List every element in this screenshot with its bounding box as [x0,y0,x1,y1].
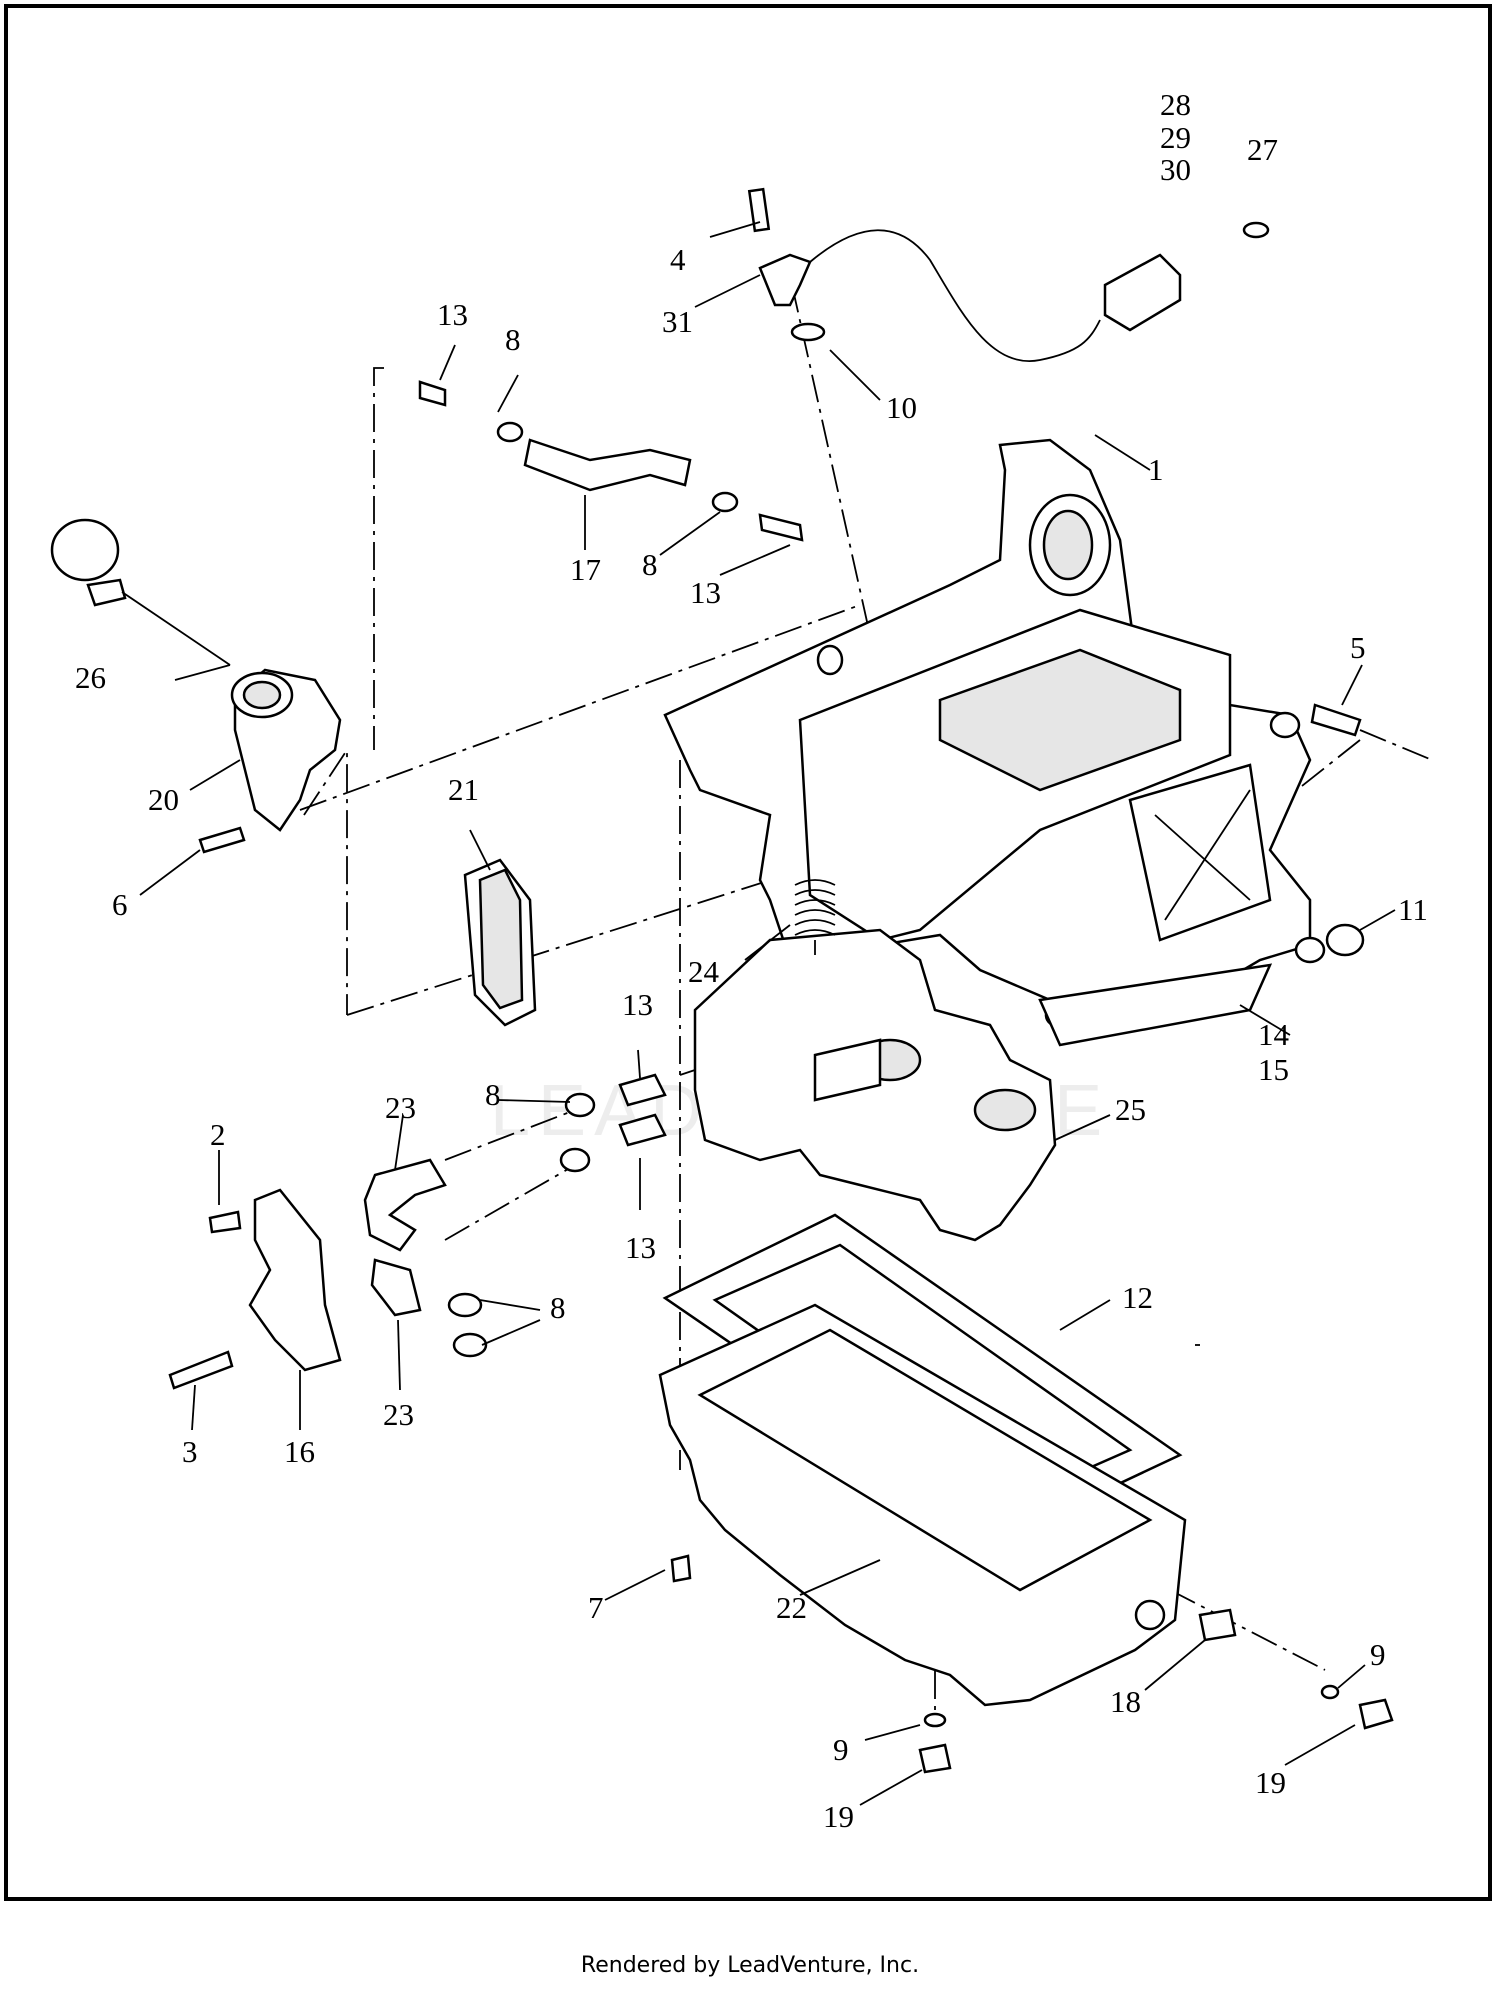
dipstick [50,518,231,666]
fasteners [168,703,1394,1774]
footer-credit: Rendered by LeadVenture, Inc. [580,1953,920,1978]
callout-18: 18 [1110,1684,1141,1719]
callout-4: 4 [670,242,686,277]
callout-22: 22 [776,1590,807,1625]
callout-26: 26 [75,660,106,695]
transmission-cover [693,928,1057,1242]
callout-29: 29 [1160,120,1191,155]
callout-13-lower: 13 [625,1230,656,1265]
speed-sensor [747,187,1270,362]
callout-7: 7 [588,1590,604,1625]
callout-9-right: 9 [1370,1637,1386,1672]
callout-19-right: 19 [1255,1765,1286,1800]
vent-hose [418,380,804,542]
callout-5: 5 [1350,630,1366,665]
callout-30: 30 [1160,152,1191,187]
transmission-case [663,438,1326,1047]
oil-pan [658,1303,1187,1707]
filler-neck [230,668,342,832]
callout-2: 2 [210,1117,226,1152]
callout-8-hose: 8 [642,547,658,582]
cover-gasket [463,858,537,1027]
callout-leaders [139,221,1396,1806]
callout-17: 17 [570,552,601,587]
callout-12: 12 [1122,1280,1153,1315]
callout-25: 25 [1115,1092,1146,1127]
bracket [248,1188,342,1372]
callout-16: 16 [284,1434,315,1469]
callout-15: 15 [1258,1052,1289,1087]
callout-8-mid: 8 [485,1077,501,1112]
diagram-border [4,4,1492,1901]
callout-31: 31 [662,304,693,339]
callout-6: 6 [112,887,128,922]
callout-13-hose: 13 [690,575,721,610]
callout-labels: 28 29 30 27 4 31 10 13 8 1 17 8 13 26 5 … [75,87,1428,1834]
callout-3: 3 [182,1434,198,1469]
callout-20: 20 [148,782,179,817]
callout-8-lower: 8 [550,1290,566,1325]
callout-24: 24 [688,954,720,989]
callout-27: 27 [1247,132,1278,167]
spring [794,879,836,955]
callout-19-bottom: 19 [823,1799,854,1834]
callout-10: 10 [886,390,917,425]
callout-28: 28 [1160,87,1191,122]
callout-9-bottom: 9 [833,1732,849,1767]
callout-13-mid: 13 [622,987,653,1022]
callout-21: 21 [448,772,479,807]
callout-1: 1 [1148,452,1164,487]
callout-23-lower: 23 [383,1397,414,1432]
callout-13-upper: 13 [437,297,468,332]
callout-8-upper: 8 [505,322,521,357]
lower-hoses [363,1073,667,1358]
callout-11: 11 [1398,892,1428,927]
callout-14: 14 [1258,1017,1290,1052]
callout-23-upper: 23 [385,1090,416,1125]
